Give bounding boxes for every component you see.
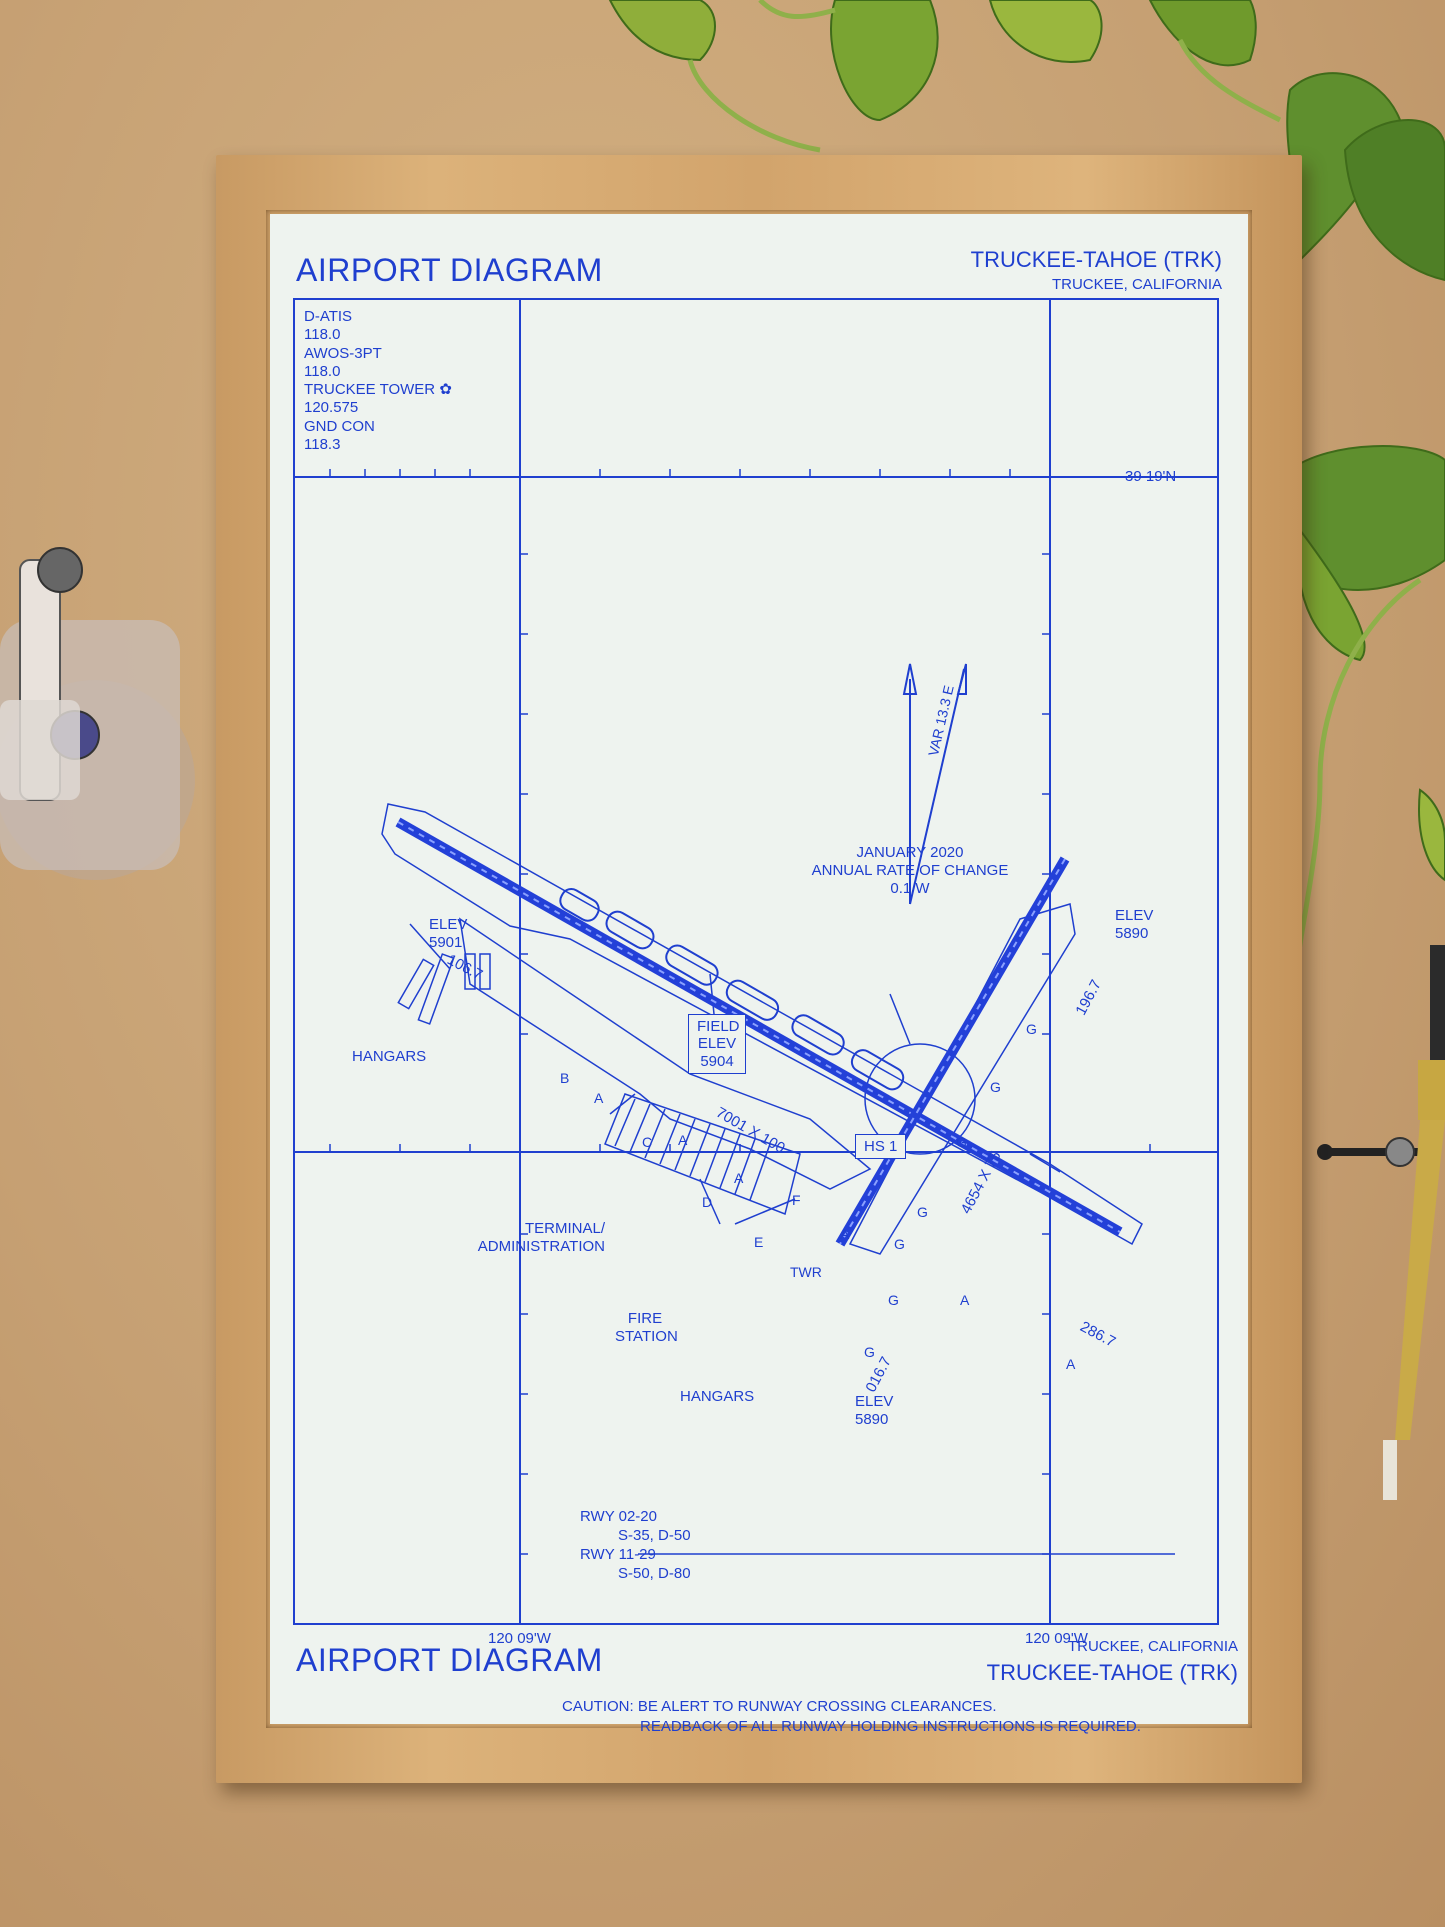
longitude-label-left: 120 09'W <box>488 1630 551 1647</box>
rwy11-elev-label: ELEV <box>429 916 468 933</box>
freq-line: GND CON <box>304 417 375 435</box>
airport-name-bottom: TRUCKEE-TAHOE (TRK) <box>986 1660 1238 1685</box>
island <box>665 944 719 986</box>
freq-line: 118.0 <box>304 362 341 380</box>
runway-11-29 <box>395 817 1123 1237</box>
strength-rwy1129: RWY 11-29 <box>580 1546 656 1563</box>
terminal-label: TERMINAL/ <box>524 1220 605 1237</box>
latitude-label: 39 19'N <box>1125 468 1177 485</box>
apron-outline <box>458 917 872 1190</box>
taxiway-letter: G <box>956 1134 967 1150</box>
hangars-left-label: HANGARS <box>352 1048 427 1065</box>
taxiway-letter: A <box>734 1170 744 1186</box>
picture-frame: AIRPORT DIAGRAM TRUCKEE-TAHOE (TRK) TRUC… <box>216 155 1302 1783</box>
freq-line: 120.575 <box>304 399 359 417</box>
hotspot-circle <box>864 1043 976 1155</box>
taxiway-letter: G <box>1026 1021 1037 1037</box>
leaf <box>608 0 716 62</box>
longitude-label-right: 120 09'W <box>1025 1630 1088 1647</box>
rwy20-elev-value: 5890 <box>1115 925 1149 942</box>
airport-location-bottom: TRUCKEE, CALIFORNIA <box>1067 1638 1238 1655</box>
taxiway-letter: G <box>990 1079 1001 1095</box>
leaf <box>1418 788 1445 882</box>
strength-rwy0220: RWY 02-20 <box>580 1508 657 1525</box>
taxiway-letter: A <box>1066 1356 1076 1372</box>
chart-border <box>293 298 1219 1625</box>
hotspot-label: HS 1 <box>855 1134 907 1160</box>
field-elevation-box: FIELD ELEV 5904 <box>688 1014 746 1074</box>
magnetic-north-line <box>909 668 965 905</box>
freq-line: D-ATIS <box>304 308 353 325</box>
taxiway-letter: A <box>960 1292 970 1308</box>
variation-rate: 0.1 W <box>890 880 930 897</box>
tower-label: TWR <box>790 1264 822 1280</box>
caution-line2: READBACK OF ALL RUNWAY HOLDING INSTRUCTI… <box>640 1718 1141 1735</box>
taxiway-letter: G <box>894 1236 905 1252</box>
island <box>725 979 780 1021</box>
magnetic-arrow-icon <box>956 663 967 695</box>
taxiway-letter: G <box>864 1344 875 1360</box>
runway-02-20 <box>835 856 1070 1247</box>
taxiway-letter: G <box>888 1292 899 1308</box>
variation-rate-label: ANNUAL RATE OF CHANGE <box>811 862 1009 879</box>
taxiway-letter: C <box>642 1134 653 1150</box>
chart-title-top: AIRPORT DIAGRAM <box>296 252 603 288</box>
variation-date: JANUARY 2020 <box>856 844 964 861</box>
caution-line1: CAUTION: BE ALERT TO RUNWAY CROSSING CLE… <box>562 1698 997 1715</box>
leaf <box>988 0 1103 63</box>
taxiway-letter: G <box>917 1204 928 1220</box>
leaf <box>830 0 939 122</box>
strength-rwy1129-values: S-50, D-80 <box>618 1565 691 1582</box>
rwy11-elev-value: 5901 <box>429 934 463 951</box>
fire-label: FIRE <box>627 1310 663 1327</box>
freq-line: AWOS-3PT <box>304 344 382 362</box>
airport-name-top: TRUCKEE-TAHOE (TRK) <box>970 247 1222 272</box>
taxiway-letter: B <box>560 1070 570 1086</box>
hangar-rows <box>604 1093 801 1216</box>
tower-star-icon: ✿ <box>439 381 452 399</box>
leaf <box>1343 119 1445 282</box>
island <box>850 1049 905 1091</box>
leaf <box>1148 0 1257 67</box>
rwy20-elev-label: ELEV <box>1115 907 1154 924</box>
freq-line: 118.3 <box>304 436 341 454</box>
rwy02-elev-value: 5890 <box>855 1411 889 1428</box>
taxiway-letter: E <box>754 1234 764 1250</box>
taxiway-letter: A <box>678 1132 688 1148</box>
island <box>605 910 655 950</box>
taxiway-letter: F <box>792 1192 801 1208</box>
airport-location-top: TRUCKEE, CALIFORNIA <box>1051 276 1222 293</box>
taxiway-letter: A <box>594 1090 604 1106</box>
pen-cup <box>0 547 195 880</box>
station-label: STATION <box>615 1328 678 1345</box>
chart-title-bottom: AIRPORT DIAGRAM <box>296 1642 603 1678</box>
drafting-compass <box>1317 945 1445 1500</box>
island <box>791 1014 845 1056</box>
strength-rwy0220-values: S-35, D-50 <box>618 1527 691 1544</box>
runway-11-29-pavement <box>395 817 1123 1237</box>
freq-line: 118.0 <box>304 326 341 344</box>
hangars-left <box>397 953 491 1025</box>
taxiway-g-outline <box>848 903 1076 1255</box>
island <box>559 888 600 922</box>
hangars-bottom-label: HANGARS <box>680 1388 755 1405</box>
freq-line: TRUCKEE TOWER ✿ <box>304 381 452 399</box>
north-arrow-icon <box>902 663 918 695</box>
taxiway-letter: A <box>840 1226 850 1242</box>
rwy02-elev-label: ELEV <box>855 1393 894 1410</box>
frequency-block: D-ATIS 118.0 AWOS-3PT 118.0 TRUCKEE TOWE… <box>304 308 452 454</box>
administration-label: ADMINISTRATION <box>477 1238 605 1255</box>
airport-diagram-print: AIRPORT DIAGRAM TRUCKEE-TAHOE (TRK) TRUC… <box>270 214 1248 1735</box>
taxiway-letter: D <box>702 1194 713 1210</box>
